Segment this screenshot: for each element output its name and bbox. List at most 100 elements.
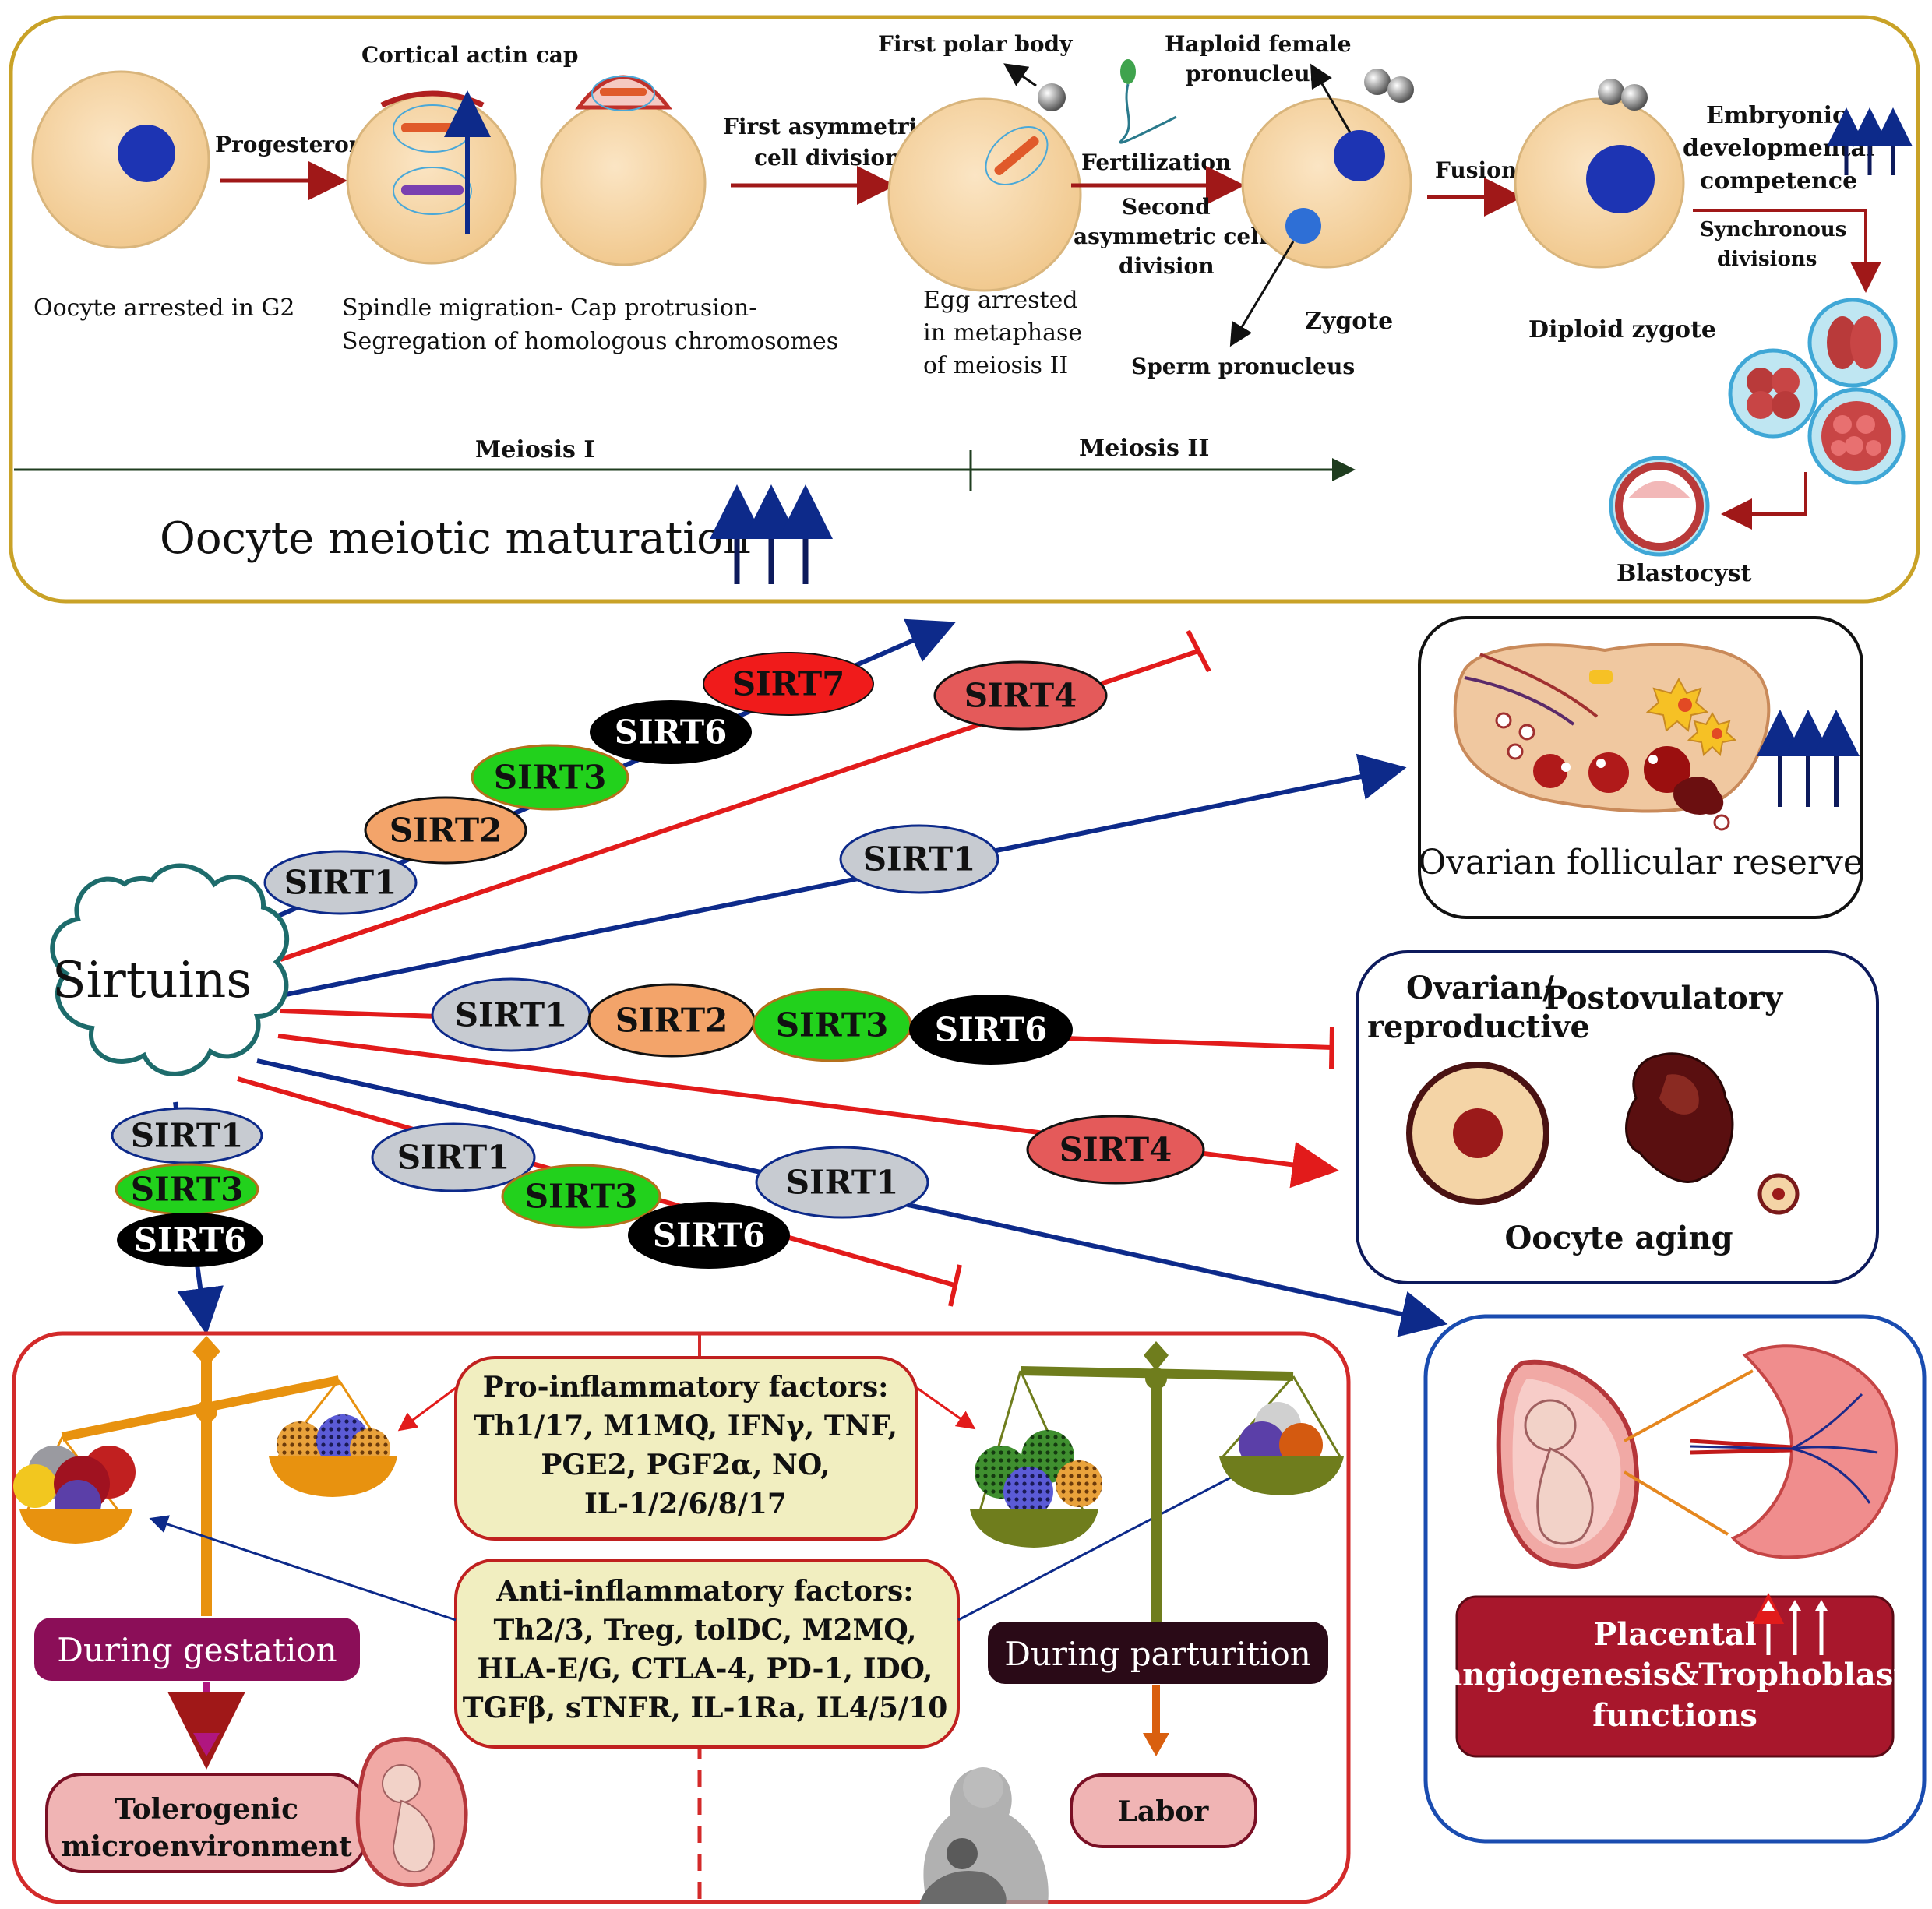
svg-text:SIRT4: SIRT4	[1059, 1131, 1172, 1169]
label-second-line1: Second	[1122, 194, 1211, 220]
cap-protrusion-cell	[540, 75, 707, 266]
embryo-morula	[1807, 387, 1906, 485]
svg-text:SIRT1: SIRT1	[455, 996, 568, 1034]
label-anti-line3: TGFβ, sTNFR, IL-1Ra, IL4/5/10	[463, 1692, 948, 1724]
label-anti-title: Anti-inflammatory factors:	[495, 1575, 913, 1608]
pill-r4-sirt1: SIRT1	[431, 977, 591, 1052]
label-placental-line3: functions	[1592, 1697, 1757, 1734]
svg-text:SIRT1: SIRT1	[397, 1139, 510, 1177]
follicular-up-arrows-icon	[1757, 710, 1860, 807]
anti-inflammatory-box	[454, 1559, 960, 1749]
pill-r8-sirt1: SIRT1	[111, 1107, 263, 1164]
parturition-arrowhead	[1143, 1733, 1169, 1756]
label-pro-title: Pro-inflammatory factors:	[483, 1371, 889, 1404]
label-meiosis2: Meiosis II	[1079, 435, 1209, 462]
svg-text:SIRT2: SIRT2	[615, 1002, 728, 1040]
pill-r3-sirt1: SIRT1	[839, 824, 999, 894]
svg-text:SIRT1: SIRT1	[284, 864, 397, 902]
blastocyst-embryo	[1609, 456, 1710, 557]
svg-text:SIRT3: SIRT3	[776, 1006, 889, 1044]
zygote-cell	[1229, 63, 1414, 347]
svg-text:SIRT7: SIRT7	[732, 665, 845, 703]
label-fusion: Fusion	[1435, 157, 1517, 183]
label-cortical-actin-cap: Cortical actin cap	[361, 42, 579, 68]
label-spindle-line2: Segregation of homologous chromosomes	[342, 328, 838, 355]
labor-box	[1070, 1773, 1257, 1848]
pill-r4-sirt2: SIRT2	[587, 983, 756, 1058]
label-pro-line1: Th1/17, M1MQ, IFNγ, TNF,	[474, 1410, 897, 1442]
label-first-polar-body: First polar body	[878, 31, 1073, 57]
label-follicular-reserve: Ovarian follicular reserve	[1418, 843, 1863, 882]
svg-text:SIRT1: SIRT1	[863, 840, 976, 879]
label-blastocyst: Blastocyst	[1616, 560, 1752, 587]
pill-r6-sirt6: SIRT6	[628, 1202, 790, 1269]
label-during-parturition: During parturition	[1004, 1635, 1311, 1673]
pill-r1-sirt1: SIRT1	[263, 850, 418, 915]
pill-r4-sirt3: SIRT3	[752, 988, 912, 1062]
label-sirtuins: Sirtuins	[52, 952, 252, 1009]
ray-follicular	[281, 753, 1407, 998]
label-anti-line1: Th2/3, Treg, tolDC, M2MQ,	[493, 1614, 916, 1647]
label-pro-line2: PGE2, PGF2α, NO,	[541, 1449, 830, 1481]
label-egg-line2: in metaphase	[923, 319, 1082, 347]
label-tolerogenic-line2: microenvironment	[61, 1830, 352, 1863]
uterus-fetus-small-illustration	[355, 1737, 468, 1887]
arrow-anti-to-gestation	[149, 1515, 457, 1622]
sirtuins-hub	[50, 863, 290, 1076]
ovary-illustration	[1453, 643, 1771, 831]
placenta-connector-top	[1624, 1369, 1754, 1442]
label-diploid-zygote: Diploid zygote	[1528, 316, 1716, 343]
reproductive-oocyte-icon	[1406, 1062, 1549, 1205]
label-during-gestation: During gestation	[57, 1631, 337, 1669]
placenta-illustration	[1690, 1344, 1899, 1559]
label-postovulatory: Postovulatory	[1544, 980, 1784, 1016]
svg-text:SIRT2: SIRT2	[390, 812, 502, 850]
gestation-arrowhead	[193, 1733, 220, 1756]
label-second-line2: asymmetric cell	[1074, 224, 1267, 249]
pill-r2-sirt4: SIRT4	[933, 660, 1108, 731]
pill-r8-sirt3: SIRT3	[115, 1163, 259, 1216]
embryo-2cell	[1807, 298, 1898, 388]
pro-inflammatory-box	[454, 1356, 918, 1541]
arrow-synchronous	[1693, 209, 1881, 293]
svg-text:SIRT4: SIRT4	[964, 677, 1077, 715]
postovulatory-follicle-icon	[1625, 1052, 1800, 1215]
pill-r1-sirt2: SIRT2	[364, 796, 527, 865]
label-embryonic-line3: competence	[1700, 167, 1857, 195]
pill-r5-sirt4: SIRT4	[1026, 1115, 1205, 1185]
label-sync-line1: Synchronous	[1700, 218, 1846, 241]
parturition-balance-scale	[970, 1341, 1344, 1622]
label-haploid-line1: Haploid female	[1165, 31, 1352, 57]
label-fertilization: Fertilization	[1081, 150, 1231, 175]
label-second-line3: division	[1119, 253, 1215, 279]
svg-text:SIRT6: SIRT6	[653, 1217, 766, 1255]
pill-r1-sirt7: SIRT7	[703, 652, 874, 716]
spindle-migration-cell	[346, 90, 517, 265]
pill-r6-sirt3: SIRT3	[501, 1164, 661, 1229]
label-egg-line3: of meiosis II	[923, 352, 1068, 379]
label-zygote: Zygote	[1305, 308, 1393, 335]
ray-inflammation-bar	[948, 1264, 962, 1307]
diploid-zygote-cell	[1514, 79, 1685, 269]
gestation-balance-scale	[13, 1336, 397, 1616]
ray-sirt4-bar	[1186, 629, 1211, 673]
sperm-icon	[1119, 59, 1177, 144]
during-parturition-badge	[988, 1622, 1328, 1684]
title-oocyte-maturation: Oocyte meiotic maturation	[160, 513, 751, 564]
label-oocyte-g2: Oocyte arrested in G2	[33, 294, 295, 322]
svg-text:SIRT6: SIRT6	[615, 713, 728, 752]
svg-text:SIRT6: SIRT6	[935, 1011, 1048, 1049]
label-first-division-1: First asymmetric	[723, 114, 930, 139]
arrow-anti-to-parturition	[957, 1467, 1250, 1622]
label-egg-line1: Egg arrested	[923, 287, 1078, 314]
pill-r1-sirt3: SIRT3	[471, 744, 629, 811]
arrow-to-blastocyst	[1721, 472, 1807, 530]
ray-aging-bar	[1329, 1026, 1334, 1069]
svg-text:SIRT6: SIRT6	[134, 1221, 247, 1259]
svg-text:SIRT3: SIRT3	[494, 759, 607, 797]
label-tolerogenic-line1: Tolerogenic	[115, 1793, 298, 1826]
pill-r1-sirt6: SIRT6	[590, 700, 752, 764]
embryo-4cell	[1728, 348, 1818, 439]
label-placental-line1: Placental	[1593, 1616, 1757, 1653]
